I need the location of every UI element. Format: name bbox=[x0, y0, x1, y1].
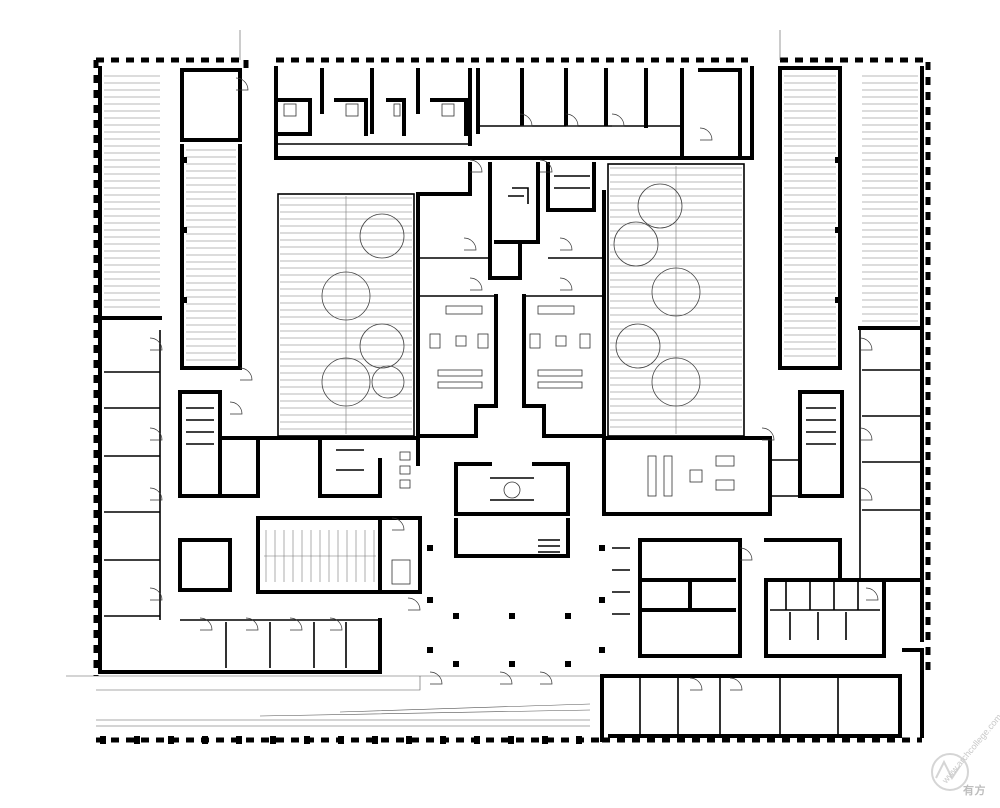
right-courtyard bbox=[607, 163, 745, 437]
lab-furniture-left bbox=[429, 305, 489, 389]
bottom-rooms bbox=[66, 30, 924, 742]
centre-wc-block bbox=[454, 462, 570, 558]
tree-group-left bbox=[321, 213, 405, 407]
central-core bbox=[416, 162, 606, 438]
lower-right-rooms bbox=[612, 538, 924, 658]
tree-group-right bbox=[613, 183, 701, 407]
left-courtyard bbox=[277, 193, 415, 437]
atrium-pillars bbox=[100, 157, 841, 744]
right-parking-hatch bbox=[784, 75, 918, 357]
door-swings bbox=[149, 77, 879, 691]
stair-left bbox=[264, 530, 376, 582]
lab-furniture-right bbox=[529, 305, 591, 389]
left-parking-hatch bbox=[104, 75, 236, 361]
left-parking-hall bbox=[98, 66, 242, 370]
lab-furniture-east bbox=[647, 455, 735, 497]
top-room-band bbox=[274, 66, 754, 160]
right-lower-wing bbox=[602, 326, 924, 582]
service-band-left bbox=[220, 436, 420, 498]
watermark-logo bbox=[931, 753, 969, 791]
watermark-brand: 有方 bbox=[963, 785, 986, 797]
left-lower-wing bbox=[98, 316, 422, 674]
right-parking-hall bbox=[778, 66, 924, 370]
outer-envelope bbox=[93, 57, 931, 743]
